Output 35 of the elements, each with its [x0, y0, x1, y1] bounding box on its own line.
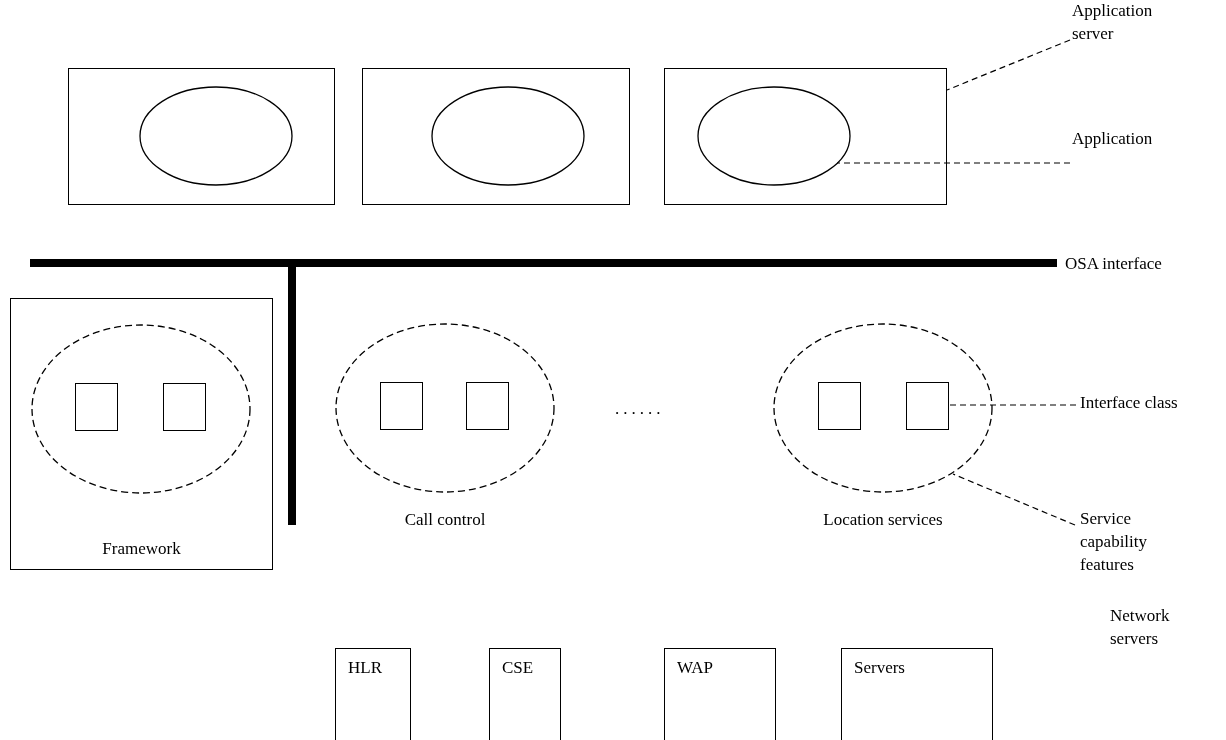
interface-class-box [380, 382, 423, 430]
server-box [664, 68, 947, 205]
leader-line [836, 162, 1071, 164]
callout-label: Application server [1072, 0, 1192, 64]
framework-box [10, 298, 273, 570]
application-ellipse [697, 86, 851, 186]
box-label: WAP [677, 657, 713, 679]
callout-label: Application [1072, 128, 1192, 156]
interface-bar [30, 259, 1057, 267]
interface-class-box [75, 383, 118, 431]
interface-class-box [906, 382, 949, 430]
interface-class-box [818, 382, 861, 430]
box-label: Servers [854, 657, 905, 679]
application-ellipse [431, 86, 585, 186]
group-caption: Call control [403, 509, 487, 532]
interface-label: OSA interface [1065, 253, 1162, 275]
leader-line [946, 39, 1071, 91]
server-box [664, 648, 776, 740]
group-caption: Location services [822, 509, 944, 532]
server-box [489, 648, 561, 740]
interface-class-box [163, 383, 206, 431]
callout-label: Interface class [1080, 392, 1180, 448]
leader-line [948, 404, 1077, 406]
box-label: Framework [101, 538, 182, 561]
leader-line [952, 473, 1076, 526]
interface-class-box [466, 382, 509, 430]
server-box [68, 68, 335, 205]
server-box [841, 648, 993, 740]
server-box [335, 648, 411, 740]
ellipsis-mark: ...... [615, 398, 666, 420]
box-label: CSE [502, 657, 534, 679]
box-label: HLR [348, 657, 382, 679]
server-box [362, 68, 630, 205]
capability-ellipse [31, 324, 251, 494]
application-ellipse [139, 86, 293, 186]
